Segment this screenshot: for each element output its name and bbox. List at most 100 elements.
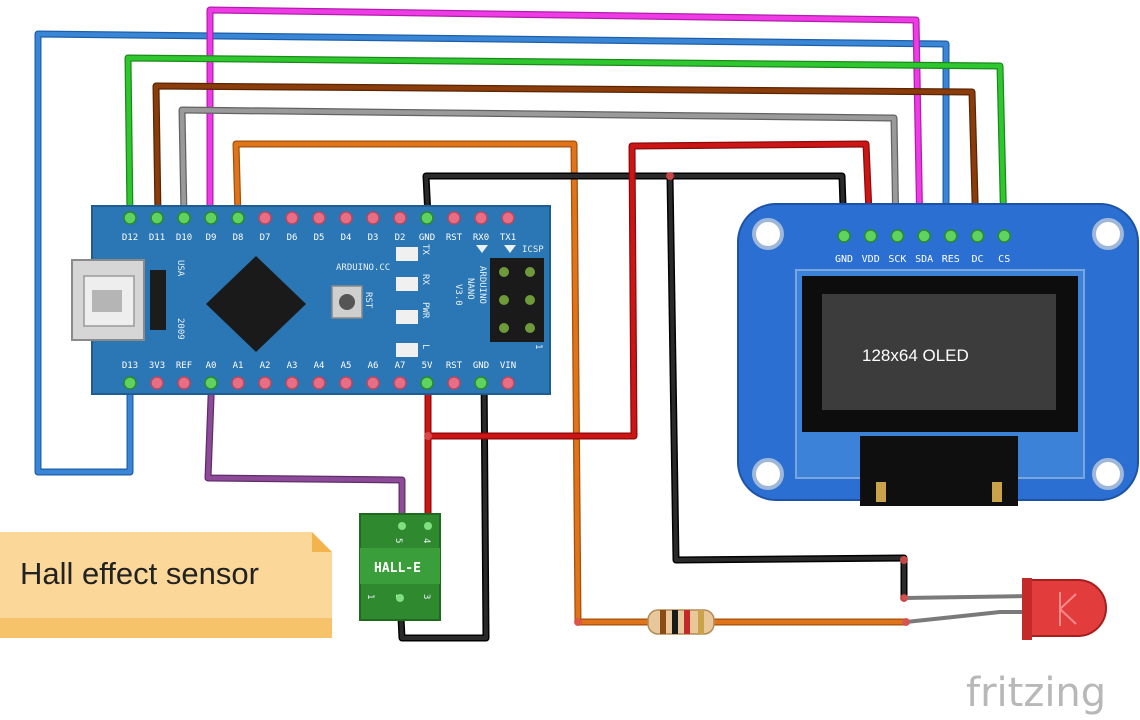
nano-top-pin-label: D5 <box>314 233 325 243</box>
nano-bottom-pin-label: A5 <box>341 361 352 371</box>
nano-bottom-pin-label: D13 <box>122 361 138 371</box>
nano-top-pin <box>123 211 137 225</box>
status-leds <box>396 247 418 357</box>
nano-bottom-pin-label: A4 <box>314 361 325 371</box>
nano-bottom-pin <box>501 376 515 390</box>
wires <box>34 6 1032 642</box>
nano-bottom-pin-label: 3V3 <box>149 361 165 371</box>
nano-bottom-pin-label: GND <box>473 361 489 371</box>
nano-bottom-pin <box>366 376 380 390</box>
oled-pin <box>837 229 851 243</box>
nano-top-pin-label: GND <box>419 233 435 243</box>
nano-bottom-pin <box>258 376 272 390</box>
nano-top-pin <box>420 211 434 225</box>
nano-top-pin <box>285 211 299 225</box>
led-label-tx: TX <box>420 244 430 255</box>
mount-holes <box>752 218 1124 490</box>
nano-top-pin <box>204 211 218 225</box>
nano-bottom-pin <box>393 376 407 390</box>
hall-label: HALL-E <box>374 561 421 576</box>
nano-bottom-pin-label: A7 <box>395 361 406 371</box>
oled-pin <box>890 229 905 243</box>
hall-pin-label-1: 1 <box>365 594 375 599</box>
nano-bottom-pin <box>231 376 245 390</box>
nano-top-pin-label: D8 <box>233 233 244 243</box>
nano-top-pin <box>231 211 245 225</box>
year-label: 2009 <box>175 318 185 340</box>
nano-bottom-pin <box>474 376 488 390</box>
nano-top-pin-label: D12 <box>122 233 138 243</box>
oled-pin-label: RES <box>942 254 960 265</box>
oled-pin-label: GND <box>835 254 853 265</box>
nano-bottom-pin-label: A1 <box>233 361 244 371</box>
nano-bottom-pin <box>339 376 353 390</box>
microcontroller-chip <box>206 256 306 352</box>
nano-top-pin-label: TX1 <box>500 233 516 243</box>
nano-top-pin <box>393 211 407 225</box>
nano-top-pin-label: RST <box>446 233 463 243</box>
brand-label: ARDUINO.CC <box>336 263 390 273</box>
nano-top-pin-label: D9 <box>206 233 217 243</box>
model-line-1: ARDUINO <box>477 266 487 304</box>
note-text: Hall effect sensor <box>20 556 259 591</box>
wire-bends <box>424 172 910 626</box>
oled-module: 128x64 OLED GND VDD SCK SDA RES DC CS <box>737 203 1139 506</box>
oled-label: 128x64 OLED <box>862 346 969 365</box>
hall-pin-label-4: 4 <box>421 538 431 543</box>
red-led <box>1022 578 1107 640</box>
oled-pin-label: DC <box>971 254 983 265</box>
hall-pin-label-5: 5 <box>393 538 403 543</box>
oled-pin <box>863 229 878 243</box>
hall-effect-sensor: HALL-E 5 4 1 2 3 <box>359 513 441 621</box>
nano-top-pin-label: D2 <box>395 233 406 243</box>
model-line-3: V3.0 <box>453 284 463 306</box>
oled-pin <box>997 229 1011 243</box>
nano-bottom-pin <box>420 376 434 390</box>
nano-top-pin-label: D11 <box>149 233 165 243</box>
hall-pin-label-3: 3 <box>421 594 431 599</box>
nano-bottom-pin-label: A0 <box>206 361 217 371</box>
nano-bottom-pin-label: 5V <box>422 361 433 371</box>
rst-button-label: RST <box>363 292 373 309</box>
arduino-nano-board: ARDUINO.CC ICSP USA 2009 RST TX RX PWR L… <box>71 205 551 395</box>
oled-pin-label: SDA <box>915 254 933 265</box>
nano-bottom-pin <box>177 376 191 390</box>
oled-pin <box>970 229 985 243</box>
nano-top-pin-label: D6 <box>287 233 298 243</box>
nano-bottom-pin <box>123 376 137 390</box>
pin-one-label: 1 <box>533 344 543 349</box>
nano-bottom-pin-label: A2 <box>260 361 271 371</box>
sensor-note: Hall effect sensor <box>0 532 332 638</box>
nano-bottom-pin-label: A6 <box>368 361 379 371</box>
oled-pin <box>917 229 931 243</box>
nano-top-pin <box>366 211 380 225</box>
usa-label: USA <box>175 260 185 277</box>
resistor <box>647 609 715 635</box>
reset-button <box>331 285 363 319</box>
model-line-2: NANO <box>465 278 475 300</box>
oled-pin-label: SCK <box>888 254 906 265</box>
nano-top-pin <box>258 211 272 225</box>
nano-bottom-pin-label: REF <box>176 361 192 371</box>
nano-bottom-pin <box>150 376 164 390</box>
usb-connector <box>71 259 166 341</box>
oled-pin-row: GND VDD SCK SDA RES DC CS <box>835 229 1011 265</box>
nano-bottom-pin-label: A3 <box>287 361 298 371</box>
led-label-rx: RX <box>420 274 430 285</box>
icsp-label: ICSP <box>522 245 544 255</box>
nano-bottom-pin <box>312 376 326 390</box>
led-leg-cathode <box>902 594 1032 600</box>
oled-pin-label: VDD <box>862 254 880 265</box>
oled-screen <box>822 294 1056 410</box>
nano-top-pin <box>177 211 191 225</box>
ribbon-connector <box>860 436 1018 506</box>
oled-pin-label: CS <box>998 254 1010 265</box>
nano-bottom-pin-label: RST <box>446 361 463 371</box>
nano-top-pin <box>447 211 461 225</box>
nano-top-pin <box>474 211 488 225</box>
led-label-l: L <box>420 344 430 349</box>
icsp-header <box>490 258 544 342</box>
